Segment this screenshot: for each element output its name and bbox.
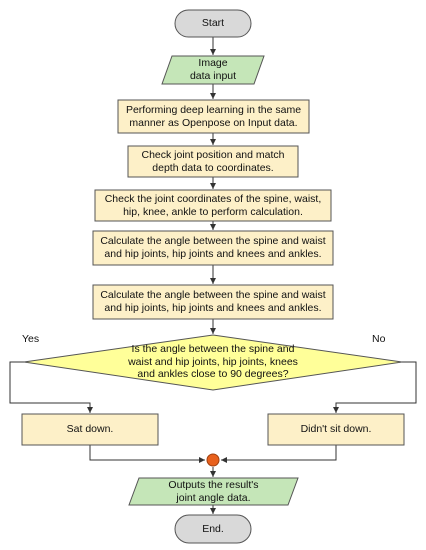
step3-box: [94, 189, 332, 222]
step1-box: [117, 99, 310, 134]
edge-decision-no: [333, 361, 417, 413]
step1-label: Performing deep learning in the same man…: [125, 103, 302, 129]
start-terminal-shape: [174, 9, 252, 38]
step4-box: [92, 230, 334, 266]
edge-yes-merge: [89, 445, 205, 463]
connectors: [9, 37, 417, 514]
input-io-shape: [161, 55, 265, 85]
decision-label: Is the angle between the spine and waist…: [128, 342, 298, 381]
start-label: Start: [201, 17, 225, 30]
yes-result-box: [21, 413, 159, 446]
step5-box: [92, 284, 334, 320]
merge-node: [206, 453, 220, 467]
end-terminal-shape: [174, 514, 252, 544]
yes-branch-label: Yes: [22, 333, 40, 345]
edge-no-merge: [221, 445, 337, 463]
output-io-shape: [128, 477, 299, 506]
yes-result-label: Sat down.: [66, 423, 114, 436]
no-result-box: [267, 413, 405, 446]
end-label: End.: [202, 522, 224, 535]
no-branch-label: No: [372, 333, 386, 345]
input-label: Image data input: [189, 57, 237, 82]
no-result-label: Didn't sit down.: [300, 423, 372, 436]
edge-decision-yes: [9, 361, 93, 413]
step3-label: Check the joint coordinates of the spine…: [104, 192, 322, 218]
step5-label: Calculate the angle between the spine an…: [100, 289, 326, 314]
decision-diamond: [23, 334, 403, 391]
step2-box: [127, 145, 299, 178]
step2-label: Check joint position and match depth dat…: [141, 148, 285, 174]
step4-label: Calculate the angle between the spine an…: [100, 235, 326, 260]
output-label: Outputs the result's joint angle data.: [168, 478, 259, 504]
